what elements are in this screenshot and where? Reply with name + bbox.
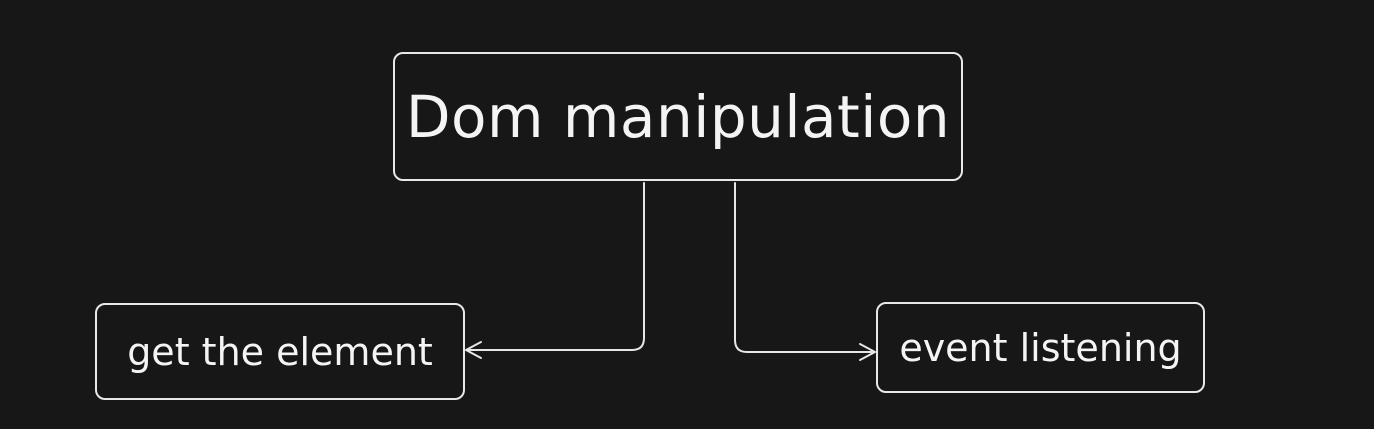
child-node-get-element: get the element xyxy=(95,303,465,400)
connector-root-to-event-listening xyxy=(734,182,875,353)
child-node-label: get the element xyxy=(127,329,433,374)
child-node-event-listening: event listening xyxy=(876,302,1205,393)
root-node: Dom manipulation xyxy=(393,52,963,181)
arrowhead-right-icon xyxy=(859,343,876,361)
connector-root-to-get-element xyxy=(466,182,645,351)
root-node-label: Dom manipulation xyxy=(405,82,951,151)
child-node-label: event listening xyxy=(899,325,1182,370)
arrowhead-left-icon xyxy=(465,341,482,359)
